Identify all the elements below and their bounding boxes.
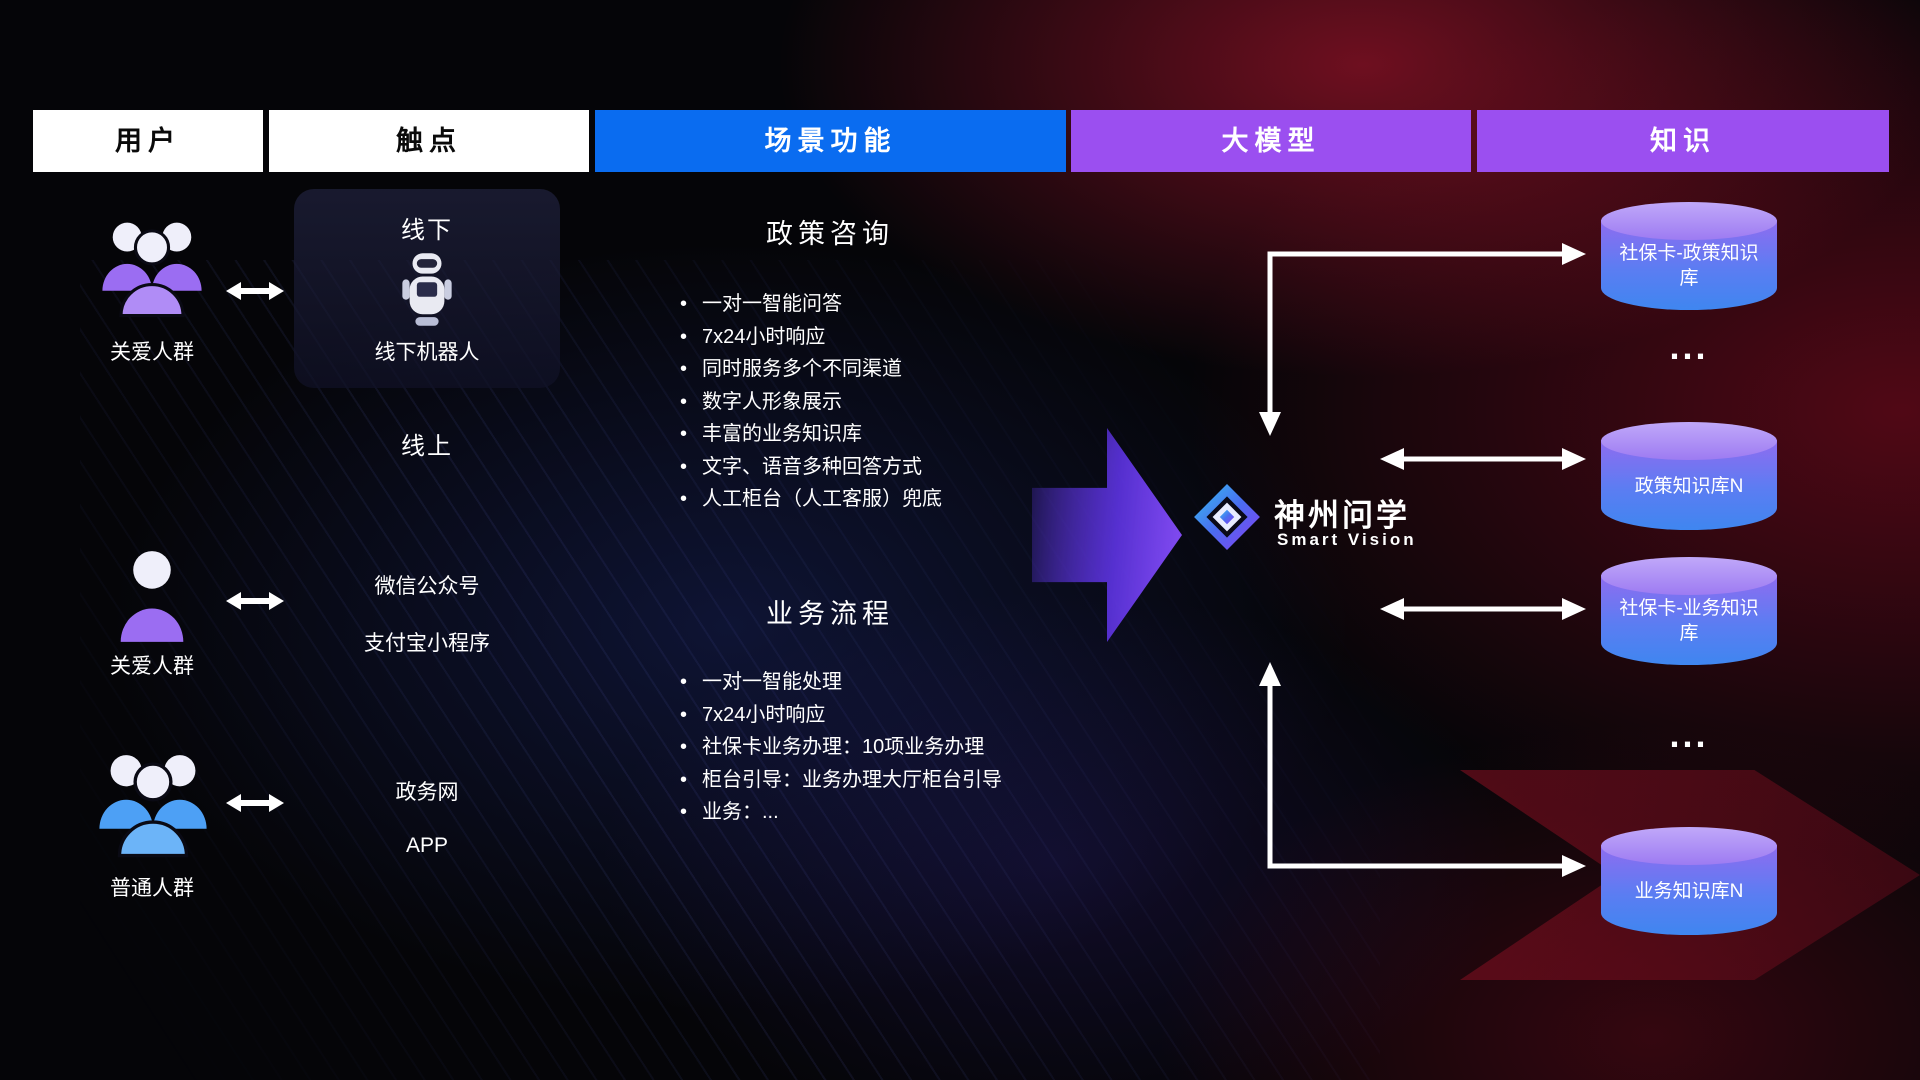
policy-bullet-list: 一对一智能问答 7x24小时响应 同时服务多个不同渠道 数字人形象展示 丰富的业…: [678, 288, 942, 516]
cylinder-top: [1601, 422, 1777, 460]
cylinder-top: [1601, 557, 1777, 595]
user-label: 关爱人群: [110, 655, 194, 678]
cylinder-top: [1601, 202, 1777, 240]
knowledge-db-policy-shebao: 社保卡-政策知识库: [1601, 202, 1777, 310]
alipay-label: 支付宝小程序: [364, 632, 490, 655]
db-label: 政策知识库N: [1634, 475, 1744, 497]
bullet-item: 人工柜台（人工客服）兜底: [678, 483, 942, 516]
cylinder-top: [1601, 827, 1777, 865]
robot-icon: [398, 250, 456, 337]
bullet-item: 社保卡业务办理：10项业务办理: [678, 731, 1002, 764]
db-label: 社保卡-业务知识库: [1619, 598, 1759, 644]
exchange-arrow-icon: [226, 792, 284, 819]
ellipsis: ...: [1669, 326, 1709, 367]
exchange-arrow-icon: [226, 280, 284, 307]
user-label: 普通人群: [110, 877, 194, 900]
knowledge-db-business-shebao: 社保卡-业务知识库: [1601, 557, 1777, 665]
header-cell-model: 大模型: [1071, 110, 1471, 172]
knowledge-db-business-n: 业务知识库N: [1601, 827, 1777, 935]
bullet-item: 7x24小时响应: [678, 699, 1002, 732]
bullet-item: 业务：...: [678, 796, 1002, 829]
exchange-arrow-icon: [226, 590, 284, 617]
user-group-blue-icon: [86, 746, 220, 862]
bullet-item: 柜台引导：业务办理大厅柜台引导: [678, 764, 1002, 797]
brand-logo-icon: [1192, 482, 1262, 557]
header-cell-users: 用户: [33, 110, 263, 172]
bullet-item: 丰富的业务知识库: [678, 418, 942, 451]
brand-name: 神州问学: [1274, 498, 1410, 533]
user-group-purple-icon: [90, 212, 214, 320]
bullet-item: 文字、语音多种回答方式: [678, 451, 942, 484]
brand-subtitle: Smart Vision: [1277, 530, 1417, 549]
header-cell-scenarios: 场景功能: [595, 110, 1066, 172]
online-title: 线上: [401, 433, 453, 460]
process-section-title: 业务流程: [766, 599, 894, 629]
db-label: 业务知识库N: [1634, 880, 1744, 902]
bullet-item: 一对一智能问答: [678, 288, 942, 321]
user-person-purple-icon: [115, 548, 189, 644]
process-bullet-list: 一对一智能处理 7x24小时响应 社保卡业务办理：10项业务办理 柜台引导：业务…: [678, 666, 1002, 829]
header-cell-knowledge: 知识: [1477, 110, 1889, 172]
offline-robot-label: 线下机器人: [374, 341, 480, 364]
wechat-label: 微信公众号: [374, 575, 480, 598]
header-cell-touchpoints: 触点: [269, 110, 589, 172]
bullet-item: 一对一智能处理: [678, 666, 1002, 699]
bullet-item: 7x24小时响应: [678, 321, 942, 354]
bullet-item: 同时服务多个不同渠道: [678, 353, 942, 386]
ellipsis: ...: [1669, 714, 1709, 755]
user-label: 关爱人群: [110, 341, 194, 364]
db-label: 社保卡-政策知识库: [1619, 243, 1759, 289]
knowledge-db-policy-n: 政策知识库N: [1601, 422, 1777, 530]
bullet-item: 数字人形象展示: [678, 386, 942, 419]
app-label: APP: [405, 834, 449, 857]
policy-section-title: 政策咨询: [766, 219, 894, 249]
gov-web-label: 政务网: [395, 781, 459, 804]
offline-title: 线下: [401, 217, 453, 244]
